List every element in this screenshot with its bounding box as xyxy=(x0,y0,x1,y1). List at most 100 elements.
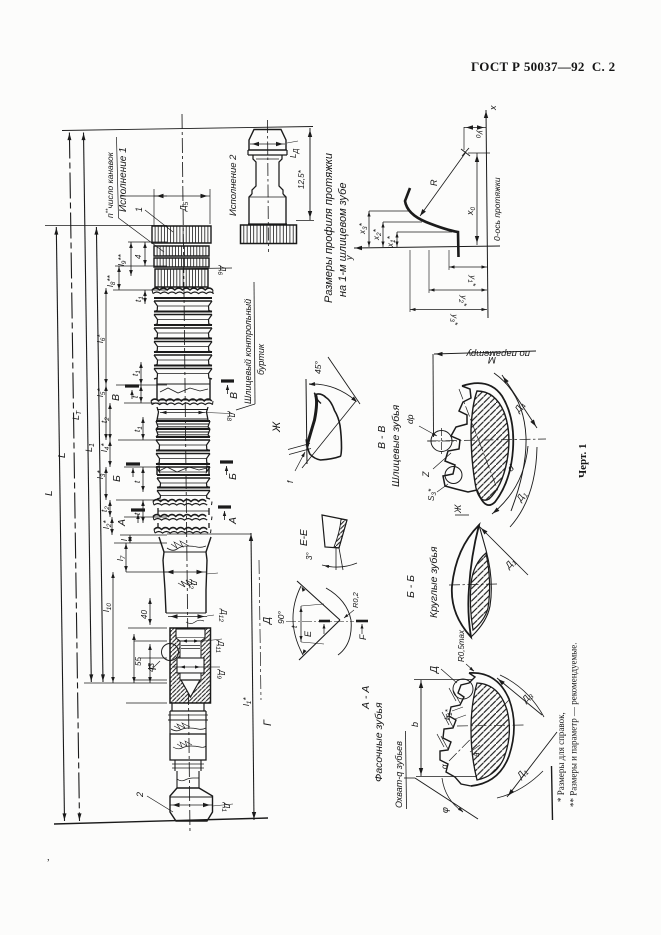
svg-text:t: t xyxy=(131,395,140,398)
svg-text:Д9: Д9 xyxy=(215,669,226,680)
svg-text:l10: l10 xyxy=(102,603,113,612)
svg-text:Круглые зубья: Круглые зубья xyxy=(428,546,440,618)
svg-text:t1: t1 xyxy=(131,370,142,376)
svg-text:Д5: Д5 xyxy=(179,201,190,212)
svg-text:l7: l7 xyxy=(116,555,127,561)
svg-text:Д6: Д6 xyxy=(216,265,227,276)
svg-text:А - А: А - А xyxy=(360,686,372,710)
svg-text:Фасочные зубья: Фасочные зубья xyxy=(373,702,385,782)
svg-text:,: , xyxy=(47,851,50,863)
svg-text:l6*: l6* xyxy=(96,334,107,343)
svg-text:В: В xyxy=(228,392,240,399)
svg-text:F: F xyxy=(358,634,368,640)
svg-text:l9**: l9** xyxy=(117,253,128,266)
svg-text:t: t xyxy=(133,512,142,515)
svg-text:x2*: x2* xyxy=(372,228,383,241)
svg-text:b: b xyxy=(410,722,420,727)
svg-text:Г: Г xyxy=(262,719,274,726)
svg-text:Д11: Д11 xyxy=(214,640,225,654)
svg-text:L: L xyxy=(57,452,68,458)
svg-text:Б - Б: Б - Б xyxy=(405,575,417,598)
svg-text:x1*: x1* xyxy=(386,235,397,248)
svg-text:L1: L1 xyxy=(84,443,96,452)
svg-text:буртик: буртик xyxy=(256,343,266,375)
svg-text:** Размеры и параметр — рекоме: ** Размеры и параметр — рекомендуемые. xyxy=(569,643,579,807)
svg-text:Д12: Д12 xyxy=(217,608,228,622)
svg-text:f: f xyxy=(286,480,295,483)
svg-text:l2*: l2* xyxy=(102,520,113,529)
svg-text:у2*: у2* xyxy=(457,294,468,307)
svg-text:Исполнение 1: Исполнение 1 xyxy=(118,147,129,212)
svg-text:t1: t1 xyxy=(134,296,145,302)
svg-text:x0: x0 xyxy=(465,207,477,217)
svg-text:у0: у0 xyxy=(474,129,485,138)
svg-text:Ж: Ж xyxy=(271,421,283,433)
svg-text:ГОСТ Р 50037—92 С. 2: ГОСТ Р 50037—92 С. 2 xyxy=(471,59,615,74)
svg-text:4: 4 xyxy=(134,254,143,259)
svg-text:90°: 90° xyxy=(276,611,286,624)
svg-text:α: α xyxy=(440,764,449,769)
svg-text:L: L xyxy=(44,490,55,496)
svg-text:Е: Е xyxy=(303,630,313,637)
svg-text:40: 40 xyxy=(140,610,149,619)
svg-text:1: 1 xyxy=(134,207,144,212)
svg-text:LД: LД xyxy=(289,149,300,158)
svg-text:l4*: l4* xyxy=(100,443,111,452)
svg-text:l3*: l3* xyxy=(96,470,107,479)
svg-text:Черт. 1: Черт. 1 xyxy=(577,443,589,478)
svg-text:t: t xyxy=(133,480,142,483)
svg-text:R0,2: R0,2 xyxy=(351,591,360,608)
svg-text:x: x xyxy=(488,105,498,111)
svg-text:l8**: l8** xyxy=(106,274,117,287)
svg-text:Охват-q зубьев: Охват-q зубьев xyxy=(394,741,404,808)
svg-text:Шлицевые зубья: Шлицевые зубья xyxy=(390,404,402,487)
svg-text:x3*: x3* xyxy=(358,222,369,235)
svg-text:Z: Z xyxy=(421,471,431,478)
svg-text:Д: Д xyxy=(262,617,273,625)
svg-text:R0,5max: R0,5max xyxy=(457,629,466,662)
svg-text:Д8: Д8 xyxy=(225,411,236,422)
svg-text:a: a xyxy=(472,752,481,757)
svg-text:S3*: S3* xyxy=(427,488,438,501)
svg-text:55: 55 xyxy=(134,657,143,666)
svg-text:3°: 3° xyxy=(305,552,314,560)
svg-text:Д2: Д2 xyxy=(187,579,198,590)
svg-text:М: М xyxy=(488,354,496,365)
svg-text:l5*: l5* xyxy=(96,388,107,397)
svg-text:Ж: Ж xyxy=(453,504,463,514)
svg-text:t2: t2 xyxy=(100,506,111,512)
svg-text:l1*: l1* xyxy=(242,697,253,706)
svg-text:Б: Б xyxy=(111,475,123,482)
svg-text:у1*: у1* xyxy=(466,274,477,287)
svg-text:Размеры профиля протяжки: Размеры профиля протяжки xyxy=(323,153,335,303)
svg-text:l: l xyxy=(120,539,129,541)
svg-text:43: 43 xyxy=(147,663,156,672)
svg-text:R: R xyxy=(429,179,439,186)
svg-text:Д: Д xyxy=(429,666,440,674)
svg-text:В - В: В - В xyxy=(376,426,388,449)
svg-text:Шлицевый контрольный: Шлицевый контрольный xyxy=(243,299,253,404)
svg-text:b1*: b1* xyxy=(443,708,454,720)
svg-text:по параметру: по параметру xyxy=(465,348,530,359)
svg-text:А: А xyxy=(227,517,239,525)
svg-text:Исполнение 2: Исполнение 2 xyxy=(228,154,239,216)
svg-text:t1: t1 xyxy=(133,426,144,432)
svg-text:на 1-м шлицевом зубе: на 1-м шлицевом зубе xyxy=(337,183,349,297)
svg-text:у: у xyxy=(344,255,354,261)
svg-text:А: А xyxy=(116,519,128,527)
svg-text:t2: t2 xyxy=(100,417,111,423)
svg-text:φ: φ xyxy=(440,807,450,813)
svg-text:12,5*: 12,5* xyxy=(297,169,306,189)
svg-text:LT: LT xyxy=(71,410,83,420)
svg-text:Б: Б xyxy=(227,473,239,480)
svg-text:В: В xyxy=(110,394,122,401)
svg-text:t: t xyxy=(289,625,299,628)
svg-text:0-ось протяжки: 0-ось протяжки xyxy=(492,177,502,241)
svg-text:2: 2 xyxy=(135,792,145,798)
svg-text:Д1: Д1 xyxy=(220,802,231,813)
svg-text:Г: Г xyxy=(148,663,159,670)
svg-text:d: d xyxy=(505,462,516,473)
svg-text:п**число канавок: п**число канавок xyxy=(105,151,115,218)
svg-text:Е-Е: Е-Е xyxy=(299,529,310,546)
svg-text:* Размеры для справок,: * Размеры для справок, xyxy=(556,712,566,802)
